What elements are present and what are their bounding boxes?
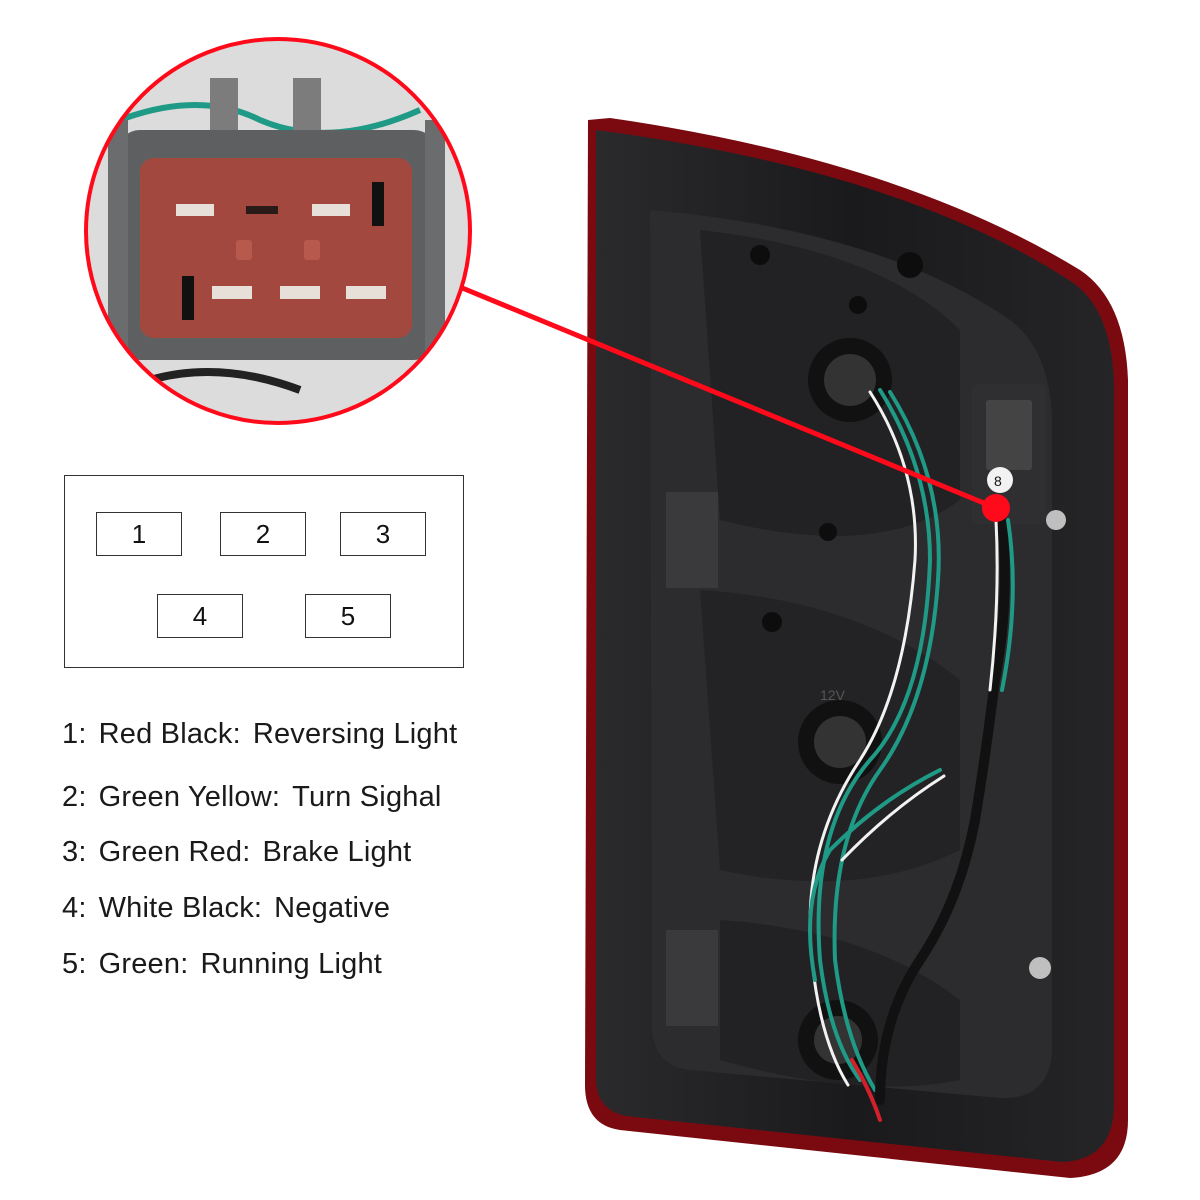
pointer-dot: [982, 494, 1010, 522]
legend-wire-color: White Black:: [98, 892, 263, 924]
legend-number: 1:: [62, 718, 87, 750]
pin-box-1: 1: [96, 512, 182, 556]
legend-row-5: 5: Green: Running Light: [62, 948, 382, 981]
legend-function: Turn Sighal: [292, 781, 442, 813]
legend-function: Reversing Light: [252, 718, 458, 750]
legend-number: 5:: [62, 948, 87, 980]
legend-row-4: 4: White Black: Negative: [62, 892, 390, 925]
legend-row-3: 3: Green Red: Brake Light: [62, 836, 411, 869]
pin-box-5: 5: [305, 594, 391, 638]
tail-light-housing: 12V 8: [585, 118, 1128, 1178]
pointer-line: [454, 282, 997, 511]
legend-wire-color: Green Yellow:: [98, 781, 281, 813]
legend-number: 3:: [62, 836, 87, 868]
legend-wire-color: Red Black:: [98, 718, 241, 750]
connector-tag-text: 8: [994, 473, 1002, 489]
pin-layout-diagram: 1 2 3 4 5: [64, 475, 464, 668]
pin-box-4: 4: [157, 594, 243, 638]
molding-12v-text: 12V: [820, 687, 846, 703]
connector-closeup: [84, 37, 472, 425]
legend-number: 2:: [62, 781, 87, 813]
legend-wire-color: Green Red:: [98, 836, 251, 868]
legend-function: Negative: [274, 892, 391, 924]
pin-box-2: 2: [220, 512, 306, 556]
legend-row-1: 1: Red Black: Reversing Light: [62, 718, 457, 751]
legend-row-2: 2: Green Yellow: Turn Sighal: [62, 781, 442, 814]
legend-function: Running Light: [200, 948, 383, 980]
legend-function: Brake Light: [262, 836, 412, 868]
legend-number: 4:: [62, 892, 87, 924]
legend-wire-color: Green:: [98, 948, 189, 980]
wiring-harness: [808, 388, 1015, 1122]
pin-box-3: 3: [340, 512, 426, 556]
